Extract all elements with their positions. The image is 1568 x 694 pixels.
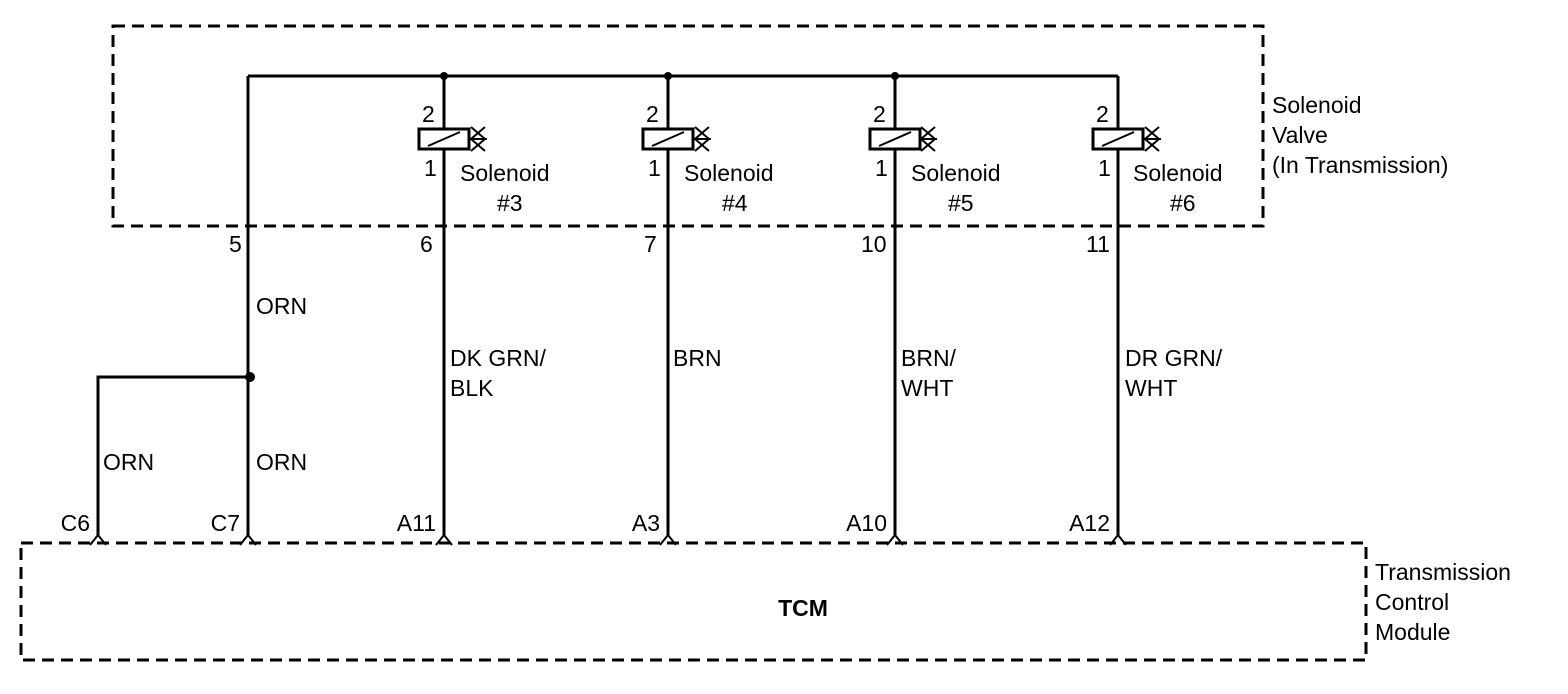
- solenoid-valve-label-line-2: Valve: [1272, 122, 1328, 148]
- terminal-a12-symbol: [1109, 533, 1127, 546]
- terminal-a10-symbol: [886, 533, 904, 546]
- solenoid-3-connector-pin: 6: [420, 231, 433, 257]
- terminal-c7-symbol: [239, 533, 257, 546]
- solenoid-valve-label-line-1: Solenoid: [1272, 92, 1362, 118]
- solenoid-5-name: Solenoid: [911, 160, 1001, 186]
- solenoid-4-name: Solenoid: [684, 160, 774, 186]
- feed-connector-pin: 5: [229, 231, 242, 257]
- solenoid-4-pin-top: 2: [646, 101, 659, 127]
- solenoid-4-valve-symbol: [693, 126, 711, 152]
- solenoid-5-number: #5: [948, 190, 974, 216]
- solenoid-5-wire-color-line-1: BRN/: [901, 345, 957, 371]
- tcm-terminal-a3: A3: [632, 510, 660, 536]
- solenoid-valve-label-line-3: (In Transmission): [1272, 152, 1448, 178]
- terminal-a11-symbol: [435, 533, 453, 546]
- solenoid-3-wire-color-line-1: DK GRN/: [450, 345, 546, 371]
- feed-circuit: 5 ORN ORN ORN C7 C6: [61, 76, 307, 546]
- solenoid-3-pin-top: 2: [422, 101, 435, 127]
- solenoid-3-wire-color-line-2: BLK: [450, 375, 494, 401]
- solenoid-3-pin-bottom: 1: [424, 155, 437, 181]
- tcm-enclosure: [19, 541, 1368, 662]
- feed-branch-wire-color: ORN: [103, 449, 154, 475]
- tcm-terminal-c7: C7: [211, 510, 240, 536]
- solenoid-valve-enclosure: [111, 24, 1265, 228]
- solenoid-5-pin-bottom: 1: [875, 155, 888, 181]
- solenoid-6-number: #6: [1170, 190, 1196, 216]
- solenoid-6-pin-bottom: 1: [1098, 155, 1111, 181]
- solenoid-6-valve-symbol: [1143, 126, 1161, 152]
- solenoid-4-number: #4: [722, 190, 748, 216]
- terminal-c6-symbol: [89, 533, 107, 546]
- solenoid-5-pin-top: 2: [873, 101, 886, 127]
- solenoid-6-coil-slash: [1101, 131, 1135, 147]
- solenoid-4: 2 1 Solenoid #4 7 BRN A3: [632, 76, 774, 546]
- tcm-terminal-a11: A11: [397, 510, 436, 536]
- solenoid-3-valve-symbol: [469, 126, 487, 152]
- solenoid-5: 2 1 Solenoid #5 10 BRN/ WHT A10: [846, 76, 1001, 546]
- tcm-terminal-c6: C6: [61, 510, 90, 536]
- solenoid-5-coil-slash: [878, 131, 912, 147]
- solenoid-6-name: Solenoid: [1133, 160, 1223, 186]
- solenoid-3-name: Solenoid: [460, 160, 550, 186]
- feed-wire-color-upper: ORN: [256, 293, 307, 319]
- solenoid-5-wire-color-line-2: WHT: [901, 375, 953, 401]
- solenoid-5-connector-pin: 10: [861, 231, 887, 257]
- solenoid-6-connector-pin: 11: [1086, 231, 1110, 257]
- solenoid-6-wire-color-line-2: WHT: [1125, 375, 1177, 401]
- tcm-label: Transmission Control Module: [1375, 559, 1511, 645]
- solenoid-valve-label: Solenoid Valve (In Transmission): [1272, 92, 1448, 178]
- solenoid-3: 2 1 Solenoid #3 6 DK GRN/ BLK A11: [397, 76, 550, 546]
- tcm-label-line-2: Control: [1375, 589, 1449, 615]
- tcm-label-line-3: Module: [1375, 619, 1450, 645]
- tcm-name: TCM: [778, 595, 828, 621]
- terminal-a3-symbol: [659, 533, 677, 546]
- solenoid-6-pin-top: 2: [1096, 101, 1109, 127]
- solenoid-6: 2 1 Solenoid #6 11 DR GRN/ WHT A12: [1069, 76, 1223, 546]
- feed-branch-wire: [96, 375, 250, 536]
- solenoid-5-valve-symbol: [919, 126, 937, 152]
- solenoid-3-number: #3: [497, 190, 523, 216]
- solenoid-4-wire-color-line-1: BRN: [673, 345, 722, 371]
- tcm-label-line-1: Transmission: [1375, 559, 1511, 585]
- feed-wire-color-lower: ORN: [256, 449, 307, 475]
- tcm-terminal-a10: A10: [846, 510, 887, 536]
- solenoid-4-connector-pin: 7: [644, 231, 657, 257]
- tcm-terminal-a12: A12: [1069, 510, 1110, 536]
- solenoid-3-coil-slash: [427, 131, 461, 147]
- solenoid-6-wire-color-line-1: DR GRN/: [1125, 345, 1223, 371]
- solenoid-4-pin-bottom: 1: [648, 155, 661, 181]
- solenoid-4-coil-slash: [651, 131, 685, 147]
